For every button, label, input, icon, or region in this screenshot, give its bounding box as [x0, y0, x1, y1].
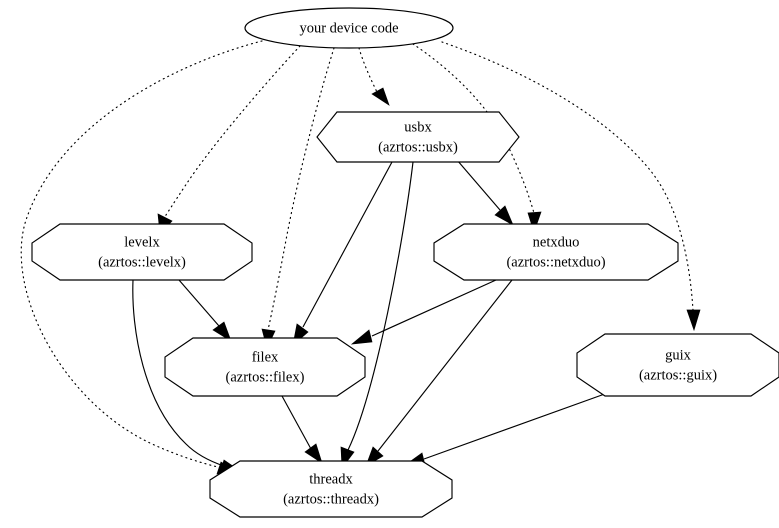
edge-usbx-to-netxduo: [456, 159, 514, 226]
node-netxduo-label-line1: netxduo: [533, 234, 580, 250]
node-netxduo-shape: [433, 223, 679, 281]
node-threadx[interactable]: threadx (azrtos::threadx): [209, 460, 453, 518]
edge-device-to-netxduo: [412, 43, 542, 234]
node-levelx-label-line2: (azrtos::levelx): [98, 254, 186, 270]
node-filex-label-line1: filex: [252, 349, 279, 365]
node-usbx-shape: [316, 111, 520, 163]
node-guix-label-line1: guix: [665, 347, 692, 363]
edge-usbx-to-threadx: [340, 161, 414, 469]
edge-levelx-to-filex: [178, 279, 232, 342]
node-threadx-label-line1: threadx: [309, 471, 353, 487]
node-usbx[interactable]: usbx (azrtos::usbx): [316, 111, 520, 163]
node-netxduo[interactable]: netxduo (azrtos::netxduo): [433, 223, 679, 281]
edge-filex-to-threadx: [281, 395, 323, 464]
node-levelx-label-line1: levelx: [124, 234, 160, 250]
node-guix-shape: [576, 333, 779, 397]
node-levelx-shape: [31, 223, 253, 281]
edge-usbx-to-filex: [292, 161, 393, 346]
edge-guix-to-threadx: [402, 390, 614, 467]
node-guix-label-line2: (azrtos::guix): [639, 367, 717, 383]
node-guix[interactable]: guix (azrtos::guix): [576, 333, 779, 397]
node-levelx[interactable]: levelx (azrtos::levelx): [31, 223, 253, 281]
node-your-device-code[interactable]: your device code: [244, 7, 454, 49]
edge-device-to-usbx: [358, 47, 390, 106]
node-your-device-code-label: your device code: [299, 20, 398, 36]
node-your-device-code-shape: [244, 7, 454, 49]
node-threadx-shape: [209, 460, 453, 518]
nodes-layer: your device code usbx (azrtos::usbx) lev…: [31, 7, 779, 518]
edge-netxduo-to-threadx: [365, 279, 513, 467]
edge-device-to-levelx: [157, 45, 301, 235]
node-usbx-label-line2: (azrtos::usbx): [378, 139, 458, 155]
edge-device-to-guix: [441, 41, 701, 332]
node-filex[interactable]: filex (azrtos::filex): [164, 337, 366, 397]
node-usbx-label-line1: usbx: [404, 119, 432, 135]
edge-device-to-filex: [261, 47, 335, 350]
edge-netxduo-to-filex: [350, 279, 497, 345]
node-filex-shape: [164, 337, 366, 397]
node-threadx-label-line2: (azrtos::threadx): [283, 491, 379, 507]
node-netxduo-label-line2: (azrtos::netxduo): [506, 254, 605, 270]
node-filex-label-line2: (azrtos::filex): [226, 369, 305, 385]
